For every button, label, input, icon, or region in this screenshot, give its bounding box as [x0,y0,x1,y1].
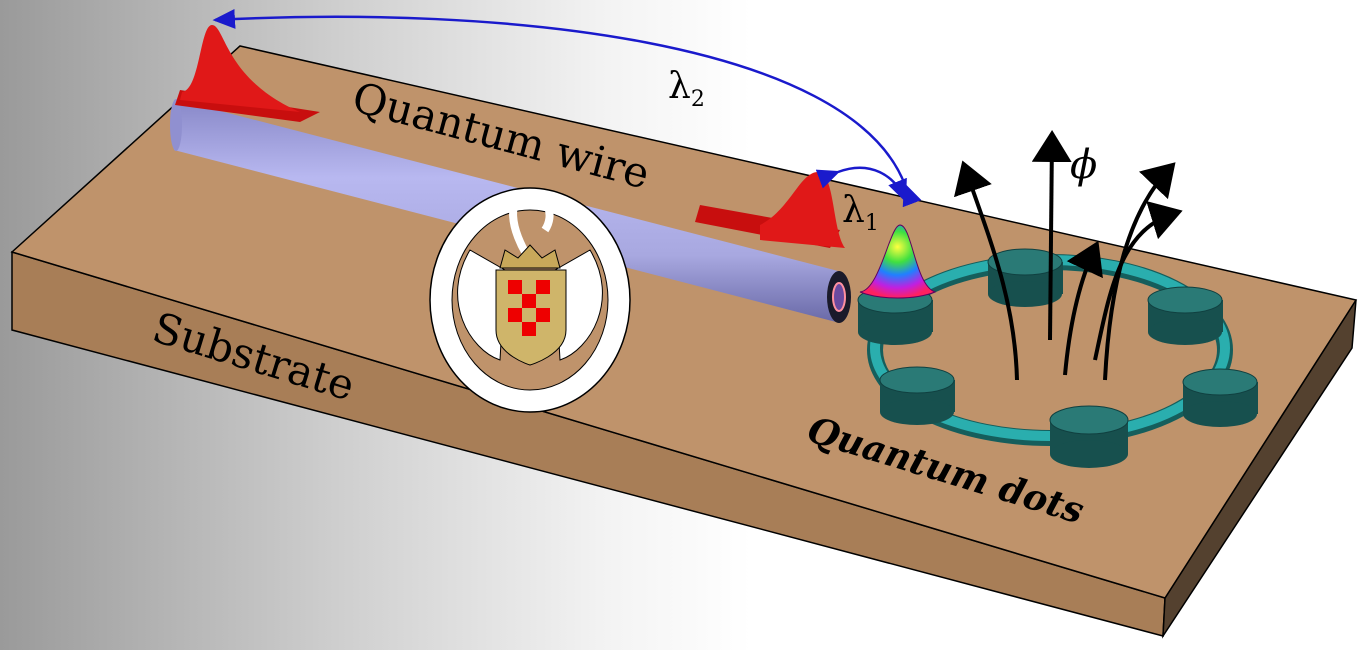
flux-label: ϕ [1070,142,1097,188]
lambda1-label: λ1 [842,190,879,236]
quantum-dot [1182,368,1258,427]
lambda2-label: λ2 [668,66,705,112]
lambda1-coupling-arrow [815,166,907,203]
lambda2-coupling-arrow [212,8,922,208]
magnetic-flux-arrows [953,130,1183,381]
quantum-dot [879,366,955,425]
wavefunction-peak [859,224,937,299]
university-seal-logo [429,187,631,413]
quantum-dots [857,248,1258,468]
quantum-dot [1049,405,1129,468]
quantum-dot [1147,286,1223,345]
